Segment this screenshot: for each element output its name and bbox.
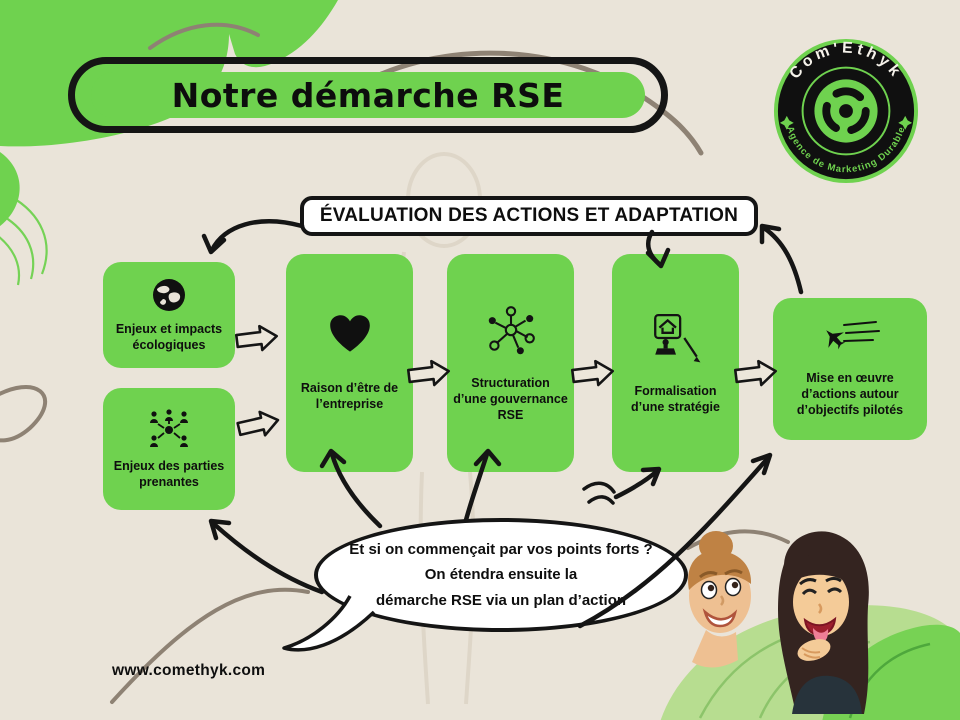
governance-network-icon <box>488 305 535 354</box>
brand-logo: Com'Ethyk Agence de Marketing Durable <box>773 38 919 184</box>
stamp-document-icon <box>653 313 700 363</box>
step-label-strategy: Formalisation d’une stratégie <box>631 383 720 414</box>
speech-line-2: On étendra ensuite la <box>424 566 578 584</box>
step-box-governance: Structuration d’une gouvernance RSE <box>447 254 574 472</box>
title-banner: Notre démarche RSE <box>68 57 668 133</box>
heart-icon <box>329 315 370 352</box>
website-url: www.comethyk.com <box>112 662 266 679</box>
woman-left <box>688 531 752 668</box>
evaluation-banner: ÉVALUATION DES ACTIONS ET ADAPTATION <box>300 196 758 236</box>
title-green-pill: Notre démarche RSE <box>91 72 645 118</box>
input-label-ecology: Enjeux et impacts écologiques <box>115 321 223 352</box>
stakeholders-network-icon <box>150 409 188 447</box>
star-icon <box>898 115 913 130</box>
woman-right <box>778 531 869 714</box>
step-label-purpose: Raison d’être de l’entreprise <box>300 380 399 411</box>
step-label-governance: Structuration d’une gouvernance RSE <box>453 375 568 423</box>
output-box-actions: Mise en œuvre d’actions autour d’objecti… <box>773 298 927 440</box>
step-box-purpose: Raison d’être de l’entreprise <box>286 254 413 472</box>
women-illustration <box>688 531 869 714</box>
input-box-stakeholders: Enjeux des parties prenantes <box>103 388 235 510</box>
step-box-strategy: Formalisation d’une stratégie <box>612 254 739 472</box>
speech-line-1: Et si on commençait par vos points forts… <box>349 540 653 558</box>
globe-icon <box>153 278 185 311</box>
green-hatch-lines <box>0 195 48 286</box>
input-label-stakeholders: Enjeux des parties prenantes <box>113 458 225 489</box>
page-title: Notre démarche RSE <box>171 75 565 115</box>
evaluation-label: ÉVALUATION DES ACTIONS ET ADAPTATION <box>319 205 739 226</box>
speech-line-3: démarche RSE via un plan d’action <box>375 591 627 609</box>
plane-icon <box>826 320 880 349</box>
hands-circle-icon <box>814 79 878 143</box>
output-label-actions: Mise en œuvre d’actions autour d’objecti… <box>796 370 904 418</box>
input-box-ecology: Enjeux et impacts écologiques <box>103 262 235 368</box>
star-icon <box>779 115 794 130</box>
speech-bubble: Et si on commençait par vos points forts… <box>314 518 688 632</box>
